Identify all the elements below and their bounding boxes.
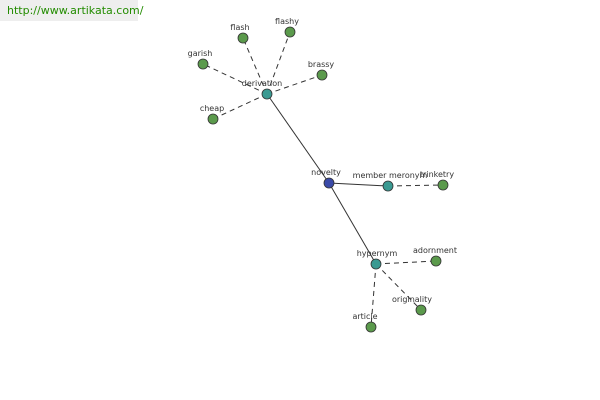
node-derivation[interactable] (261, 88, 273, 100)
edge-derivation-brassy (266, 74, 323, 95)
label-cheap[interactable]: cheap (200, 104, 224, 113)
edge-hypernym-article (370, 263, 377, 328)
label-member-meronym[interactable]: member meronym (353, 171, 428, 180)
node-article[interactable] (365, 321, 377, 333)
label-brassy[interactable]: brassy (308, 60, 335, 69)
node-adornment[interactable] (430, 255, 442, 267)
label-flash[interactable]: flash (230, 23, 249, 32)
label-hypernym[interactable]: hypernym (357, 249, 398, 258)
node-flashy[interactable] (284, 26, 296, 38)
label-novelty[interactable]: novelty (311, 168, 341, 177)
node-hypernym[interactable] (370, 258, 382, 270)
node-cheap[interactable] (207, 113, 219, 125)
label-garish[interactable]: garish (188, 49, 213, 58)
edge-novelty-hypernym (328, 182, 377, 265)
label-derivation[interactable]: derivation (242, 79, 282, 88)
node-novelty[interactable] (323, 177, 335, 189)
url-bar: http://www.artikata.com/ (0, 0, 143, 21)
edge-hypernym-adornment (375, 260, 437, 265)
label-trinketry[interactable]: trinketry (420, 170, 454, 179)
node-flash[interactable] (237, 32, 249, 44)
node-brassy[interactable] (316, 69, 328, 81)
node-garish[interactable] (197, 58, 209, 70)
edge-novelty-derivation (266, 93, 330, 184)
node-member-meronym[interactable] (382, 180, 394, 192)
label-flashy[interactable]: flashy (275, 17, 299, 26)
label-adornment[interactable]: adornment (413, 246, 457, 255)
node-originality[interactable] (415, 304, 427, 316)
edge-derivation-flash (242, 37, 268, 95)
edge-derivation-flashy (266, 31, 291, 95)
edge-hypernym-originality (375, 263, 422, 311)
label-originality[interactable]: originality (392, 295, 432, 304)
edge-novelty-member-meronym (328, 182, 389, 187)
labels-layer: novelty derivation member meronym hypernym f… (188, 17, 457, 321)
node-trinketry[interactable] (437, 179, 449, 191)
site-url[interactable]: http://www.artikata.com/ (7, 4, 144, 17)
edge-member-meronym-trinketry (387, 184, 444, 187)
label-article[interactable]: article (352, 312, 377, 321)
edge-derivation-cheap (212, 93, 268, 120)
edges-layer (202, 31, 444, 328)
nodes-layer (197, 26, 449, 333)
edge-derivation-garish (202, 63, 268, 95)
